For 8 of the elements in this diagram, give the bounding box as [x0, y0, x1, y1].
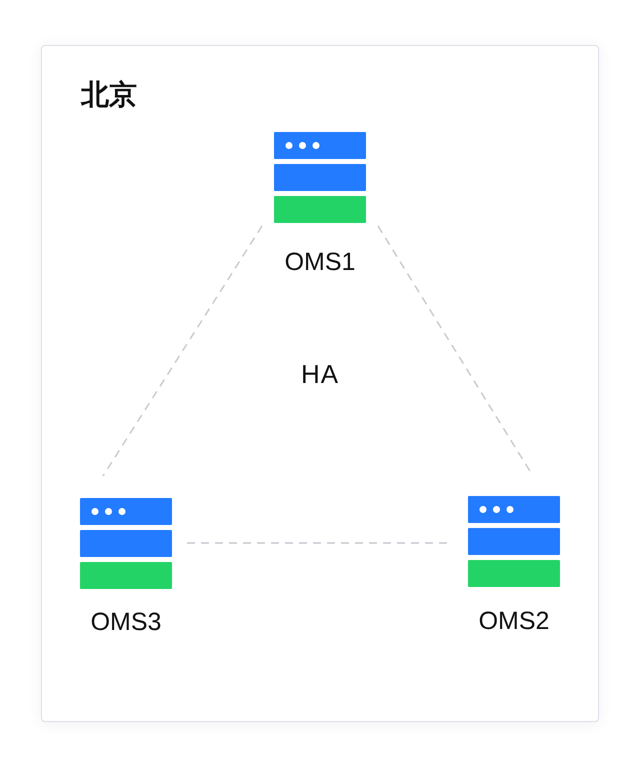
dashed-connector — [102, 226, 263, 476]
dashed-connector — [377, 226, 534, 476]
region-title: 北京 — [81, 78, 137, 112]
region-panel — [41, 45, 599, 722]
server-name: OMS2 — [478, 607, 550, 635]
server-name: OMS1 — [284, 248, 356, 276]
server-name: OMS3 — [90, 608, 162, 636]
cluster-label: HA — [300, 359, 340, 389]
